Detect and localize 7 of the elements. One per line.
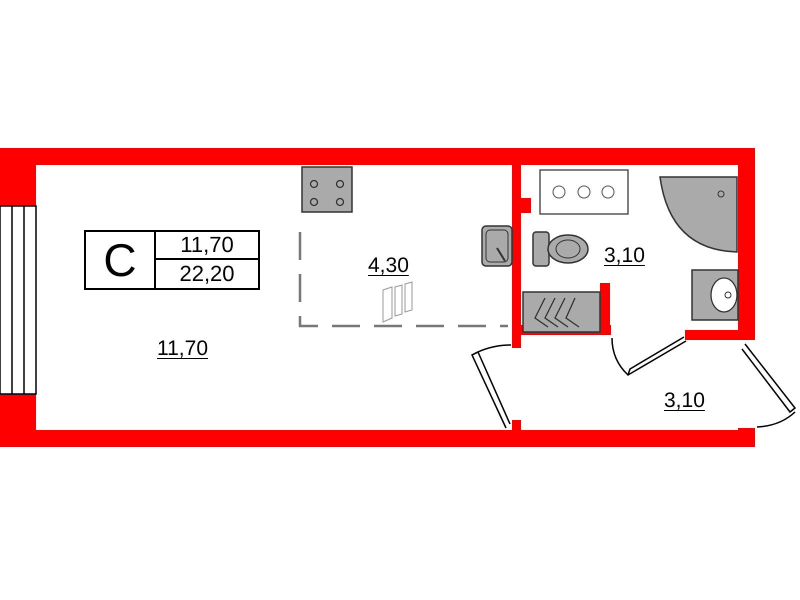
- area-label: 3,10: [604, 245, 645, 266]
- area-label: 3,10: [664, 390, 705, 411]
- table-cell: С: [86, 232, 156, 288]
- area-label: 11,70: [157, 338, 208, 359]
- area-label: 4,30: [368, 255, 409, 276]
- table-cell-text: 22,20: [178, 260, 236, 288]
- table-cell: 11,70: [156, 232, 258, 260]
